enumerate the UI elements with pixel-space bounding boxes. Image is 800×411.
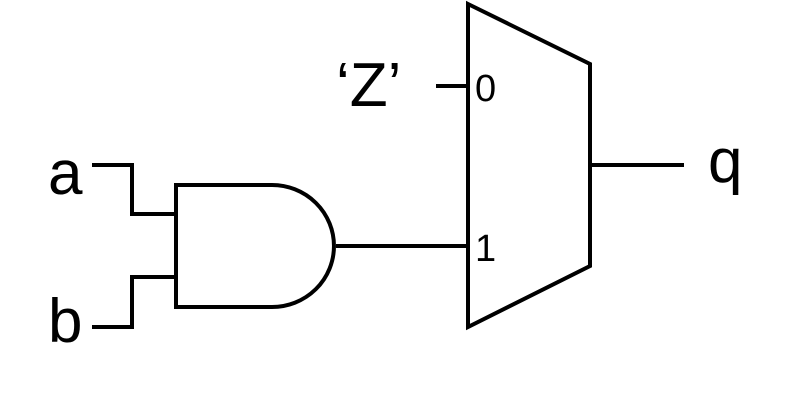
mux-port-0-label: 0 [475,68,496,110]
multiplexer [466,0,592,331]
wire-b [92,275,178,329]
const-input-label: ‘Z’ [336,51,401,120]
and-gate [174,183,336,309]
mux-port-1-label: 1 [475,228,496,270]
output-label-q: q [708,127,742,196]
input-label-a: a [48,139,83,208]
input-label-b: b [48,287,82,356]
wire-a [92,163,178,216]
